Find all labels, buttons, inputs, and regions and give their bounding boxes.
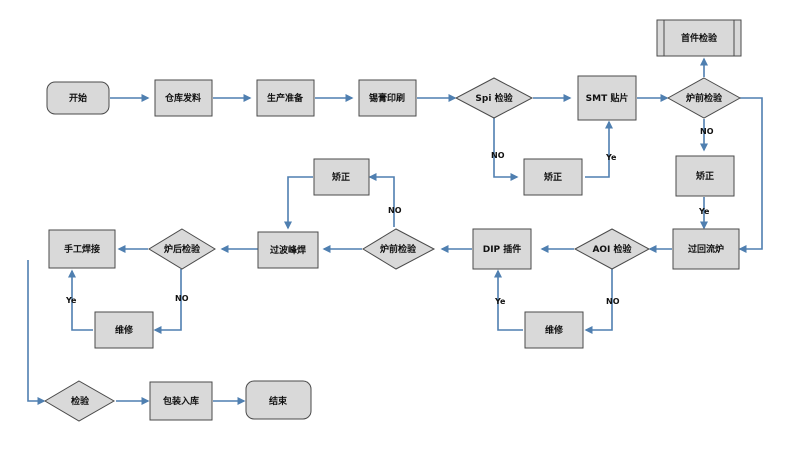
node-correct-preoven: 矫正 [675,155,735,197]
node-pack-label: 包装入库 [162,395,199,407]
node-postoven-check-label: 炉后检验 [164,243,201,255]
node-hand-solder: 手工焊接 [48,229,116,269]
node-preoven-check: 炉前检验 [666,77,742,119]
node-aoi: AOI 检验 [573,228,651,270]
label-spi-ye: Ye [605,153,617,162]
node-spi-check: Spi 检验 [454,77,534,119]
node-repair-aoi: 维修 [524,311,584,349]
node-final-check-label: 检验 [71,395,90,407]
label-preoven-ye: Ye [698,207,710,216]
node-solder-print-label: 锡膏印刷 [369,92,405,104]
node-start-label: 开始 [69,92,87,104]
label-aoi-no: NO [606,297,620,306]
node-correct-preoven-label: 矫正 [696,170,714,182]
node-end-label: 结束 [269,395,288,407]
node-smt: SMT 贴片 [577,75,637,121]
node-spi-check-label: Spi 检验 [475,92,513,104]
node-end: 结束 [245,380,312,420]
edge-labels: NO Ye NO Ye NO Ye NO NO Ye [65,127,714,306]
label-prewave-no: NO [388,206,402,215]
node-first-article: 首件检验 [656,19,742,57]
node-prep: 生产准备 [256,79,315,117]
node-solder-print: 锡膏印刷 [358,79,417,117]
edge-post-no [153,269,182,334]
edge-repair-dip [494,269,523,331]
edges [27,57,763,405]
node-start: 开始 [46,81,110,115]
node-aoi-label: AOI 检验 [592,243,632,255]
node-warehouse-label: 仓库发料 [164,92,201,104]
node-prewave-check: 炉前检验 [362,228,436,270]
edge-prewave-no [368,173,395,227]
node-reflow-label: 过回流炉 [688,243,724,255]
edge-correct-wave [284,176,313,230]
node-prep-label: 生产准备 [267,92,304,104]
node-smt-label: SMT 贴片 [586,92,629,104]
edge-preoven-reflow [738,97,763,253]
node-hand-solder-label: 手工焊接 [64,243,100,255]
node-warehouse: 仓库发料 [154,79,213,117]
edge-hand-final [27,260,46,405]
node-first-article-label: 首件检验 [681,32,718,44]
node-dip: DIP 插件 [472,228,532,270]
edge-correct-smt [585,120,613,178]
node-correct-prewave-label: 矫正 [332,171,350,183]
node-repair-aoi-label: 维修 [545,324,564,336]
node-wave-label: 过波峰焊 [270,244,306,256]
node-preoven-check-label: 炉前检验 [686,92,723,104]
label-post-ye: Ye [65,296,77,305]
node-correct-spi-label: 矫正 [544,171,562,183]
node-reflow: 过回流炉 [672,228,740,270]
node-wave: 过波峰焊 [257,231,319,269]
label-post-no: NO [175,294,189,303]
edge-repair-hand [68,269,93,331]
node-correct-prewave: 矫正 [313,158,370,196]
label-aoi-ye: Ye [494,297,506,306]
edge-aoi-no [584,269,613,334]
node-dip-label: DIP 插件 [483,243,522,255]
node-prewave-check-label: 炉前检验 [380,243,417,255]
nodes: 开始 仓库发料 生产准备 锡膏印刷 Spi 检验 SMT 贴片 炉前检验 [44,19,742,422]
label-preoven-no: NO [700,127,714,136]
node-repair-post-label: 维修 [115,324,134,336]
node-final-check: 检验 [44,380,116,422]
label-spi-no: NO [491,151,505,160]
node-postoven-check: 炉后检验 [148,228,216,270]
node-correct-spi: 矫正 [523,158,583,196]
node-repair-post: 维修 [94,311,154,349]
node-pack: 包装入库 [149,381,213,421]
edge-spi-no [493,118,519,181]
